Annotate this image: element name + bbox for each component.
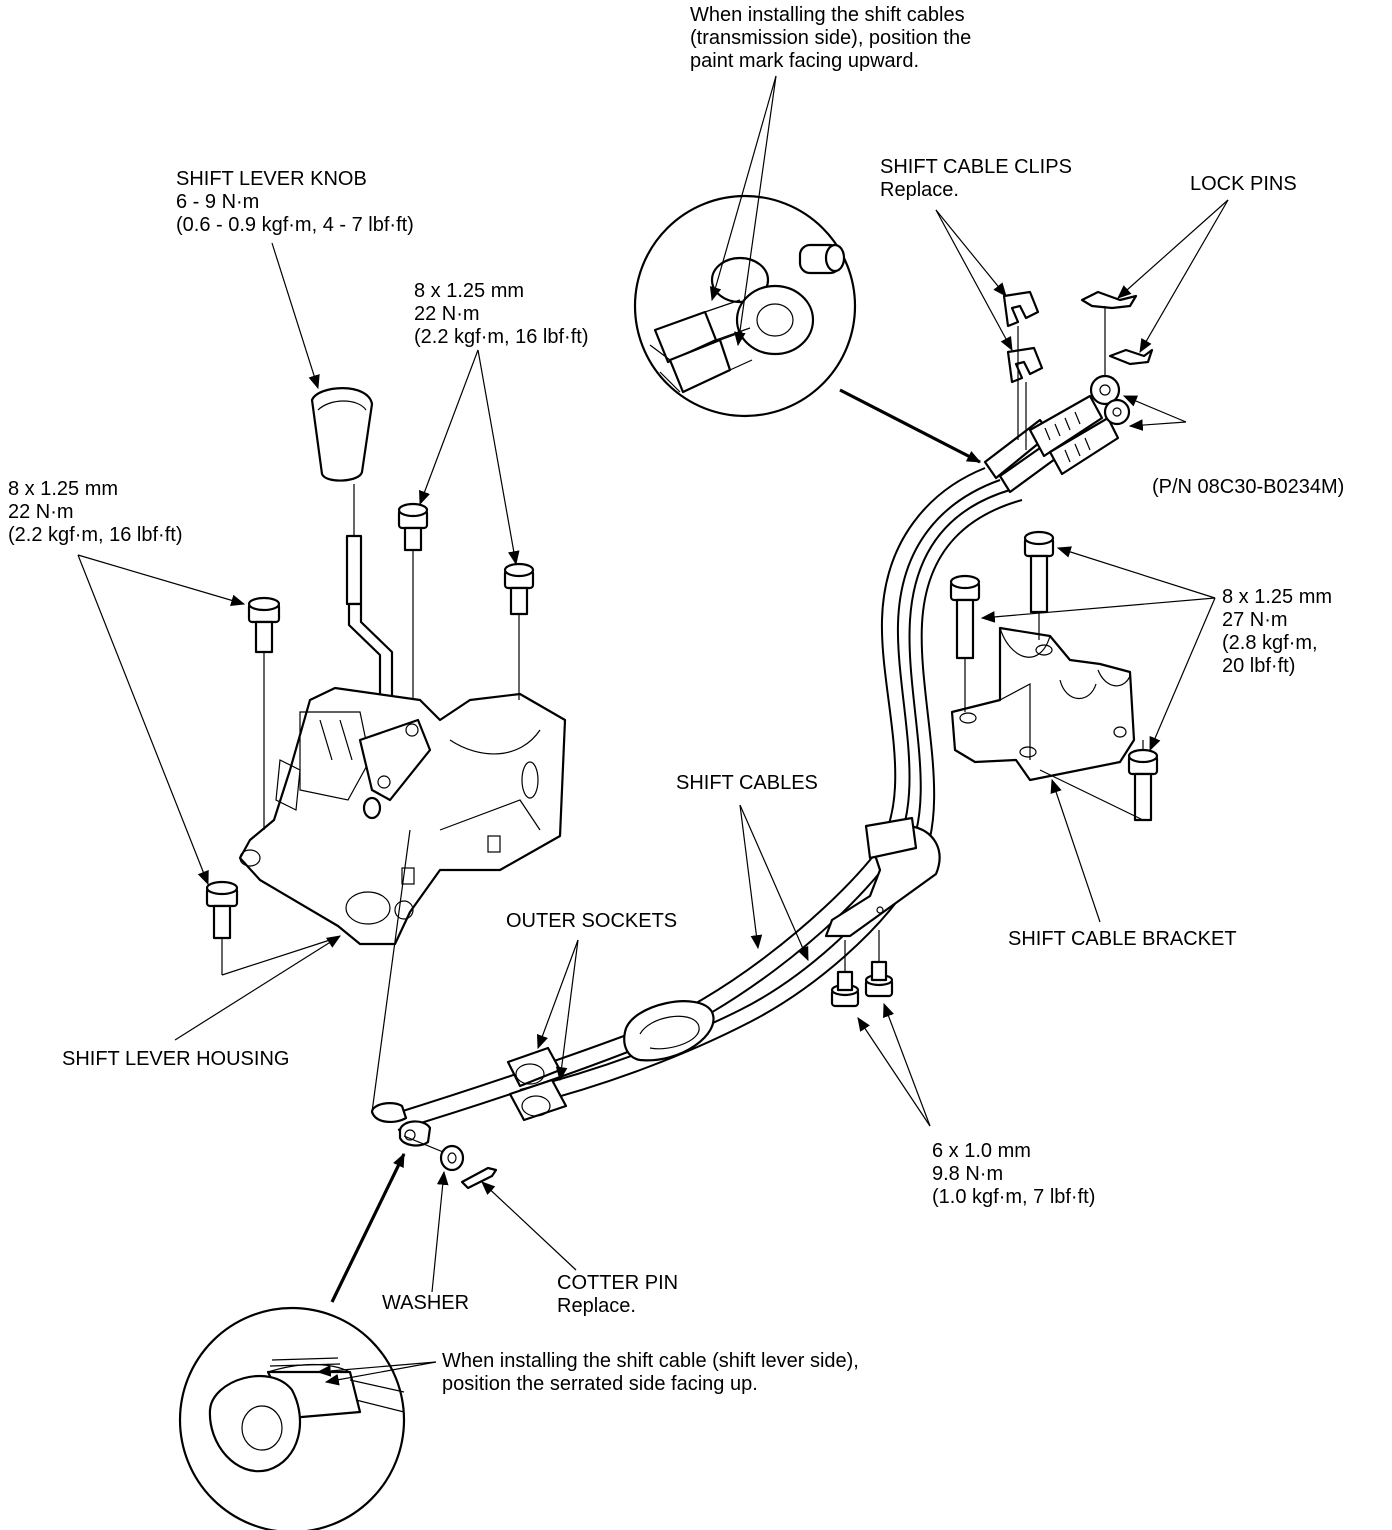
lock-pins-part-number: (P/N 08C30-B0234M)	[1152, 476, 1345, 498]
detail-cable-ends	[649, 243, 846, 394]
shift-lever-housing-label: SHIFT LEVER HOUSING	[62, 1048, 290, 1070]
small-bolt-torque-label: 6 x 1.0 mm 9.8 N·m (1.0 kgf·m, 7 lbf·ft)	[932, 1140, 1096, 1208]
bracket-bolt-1	[1023, 530, 1055, 640]
cable-clamp	[623, 1000, 715, 1062]
cable-mid-bracket	[824, 816, 941, 938]
bolt-left-torque-label: 8 x 1.25 mm 22 N·m (2.2 kgf·m, 16 lbf·ft…	[8, 478, 183, 546]
bracket-bolt-torque-label: 8 x 1.25 mm 27 N·m (2.8 kgf·m, 20 lbf·ft…	[1222, 586, 1333, 677]
shift-cable-bracket	[950, 626, 1136, 782]
shift-cables-label: SHIFT CABLES	[676, 772, 818, 794]
shift-cable-bracket-label: SHIFT CABLE BRACKET	[1008, 928, 1237, 950]
bracket-bolt-2	[949, 574, 981, 712]
shift-lever-housing	[238, 686, 567, 946]
transmission-cable-ends	[983, 374, 1131, 494]
bolt-top-center-1	[397, 502, 429, 700]
bracket-bolts	[949, 530, 1216, 923]
washer	[431, 1144, 465, 1293]
washer-label: WASHER	[382, 1292, 470, 1314]
shift-cable-clips-label: SHIFT CABLE CLIPS Replace.	[880, 156, 1072, 201]
cotter-pin	[460, 1166, 577, 1271]
bolt-top-center-2	[503, 562, 535, 700]
shift-cable-clips	[935, 209, 1044, 450]
cotter-pin-label: COTTER PIN Replace.	[557, 1272, 679, 1317]
lever-side-detail	[178, 1152, 437, 1530]
bolt-left-upper	[247, 596, 281, 830]
knob-leader	[271, 242, 320, 390]
shift-cables-leaders	[739, 804, 809, 962]
bolt-left-lower	[205, 880, 331, 976]
lock-pins-label: LOCK PINS	[1190, 173, 1297, 195]
shift-lever-knob	[310, 387, 374, 482]
outer-sockets-label: OUTER SOCKETS	[506, 910, 678, 932]
transmission-side-note: When installing the shift cables (transm…	[690, 4, 972, 72]
small-bolt-2	[864, 930, 894, 998]
small-bolt-1	[830, 940, 860, 1008]
outer-sockets	[506, 939, 579, 1122]
transmission-note-leaders	[709, 75, 777, 347]
lock-pins	[1080, 199, 1229, 431]
housing-bolts	[205, 502, 535, 976]
detail-pointer-arrow	[839, 388, 982, 464]
cable-end	[370, 829, 449, 1155]
shift-lever	[345, 484, 394, 722]
cable-bracket-bolts	[830, 930, 931, 1127]
lever-side-note: When installing the shift cable (shift l…	[442, 1350, 859, 1395]
shift-lever-knob-label: SHIFT LEVER KNOB 6 - 9 N·m (0.6 - 0.9 kg…	[176, 168, 414, 236]
bolt-leaders	[77, 349, 520, 1041]
bracket-bolt-3	[1127, 740, 1159, 822]
bolt-center-torque-label: 8 x 1.25 mm 22 N·m (2.2 kgf·m, 16 lbf·ft…	[414, 280, 589, 348]
transmission-side-detail	[633, 194, 982, 464]
